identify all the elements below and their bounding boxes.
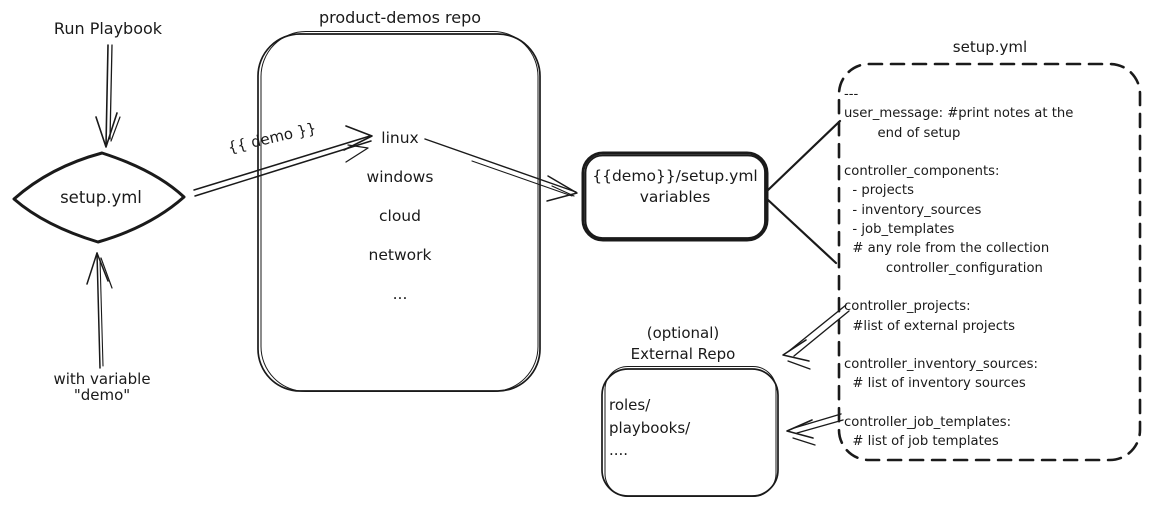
setup-yml-diamond-label: setup.yml xyxy=(60,188,142,207)
projects-to-external-arrow xyxy=(782,304,850,370)
demo-arrow xyxy=(193,125,373,197)
external-repo-item: playbooks/ xyxy=(609,418,691,437)
external-repo-title-line1: (optional) xyxy=(646,324,720,342)
yaml-line: --- xyxy=(844,87,859,102)
variables-box-label: {{demo}}/setup.yml variables xyxy=(583,166,767,208)
yaml-line: # list of inventory sources xyxy=(844,376,1026,392)
product-demos-repo-items: linux windows cloud network... xyxy=(329,119,471,314)
setup-yml-panel-border xyxy=(837,62,1142,462)
setup-yml-panel-title: setup.yml xyxy=(952,38,1028,56)
fan-line-top xyxy=(765,119,842,193)
repo-item: network xyxy=(368,246,432,264)
yaml-line: controller_inventory_sources: xyxy=(844,357,1038,373)
setup-yml-content: --- user_message: #print notes at the end… xyxy=(844,85,1136,452)
yaml-line: #list of external projects xyxy=(844,318,1015,334)
yaml-line: - projects xyxy=(844,183,914,199)
repo-item: windows xyxy=(366,168,434,186)
yaml-line: controller_projects: xyxy=(844,299,971,315)
variables-box xyxy=(581,151,769,242)
external-repo-item: .... xyxy=(609,441,629,459)
external-repo-title-line2: External Repo xyxy=(630,345,736,363)
job-templates-to-external-arrow xyxy=(786,413,844,446)
variables-box-line2: variables xyxy=(639,188,711,206)
run-playbook-arrow xyxy=(95,44,121,148)
yaml-line: controller_configuration xyxy=(844,260,1043,276)
yaml-line: controller_job_templates: xyxy=(844,415,1012,431)
yaml-line: end of setup xyxy=(844,125,961,141)
yaml-line: - inventory_sources xyxy=(844,202,982,218)
external-repo-box xyxy=(601,366,779,497)
yaml-line: # any role from the collection xyxy=(844,241,1050,257)
external-repo-items: roles/playbooks/.... xyxy=(609,394,690,462)
yaml-line xyxy=(844,278,1136,297)
repo-item: linux xyxy=(381,129,419,147)
repo-item: ... xyxy=(392,285,408,303)
linux-to-variables-arrow xyxy=(424,138,578,202)
external-repo-title: (optional) External Repo xyxy=(597,323,769,365)
fan-line-bottom xyxy=(765,197,838,265)
with-variable-line2: "demo" xyxy=(73,386,131,404)
run-playbook-label: Run Playbook xyxy=(53,19,163,38)
external-repo-item: roles/ xyxy=(609,396,651,414)
with-variable-label: with variable "demo" xyxy=(28,371,176,403)
yaml-line xyxy=(844,394,1136,413)
yaml-line: # list of job templates xyxy=(844,434,999,450)
product-demos-repo-title: product-demos repo xyxy=(318,8,482,27)
setup-yml-diamond xyxy=(12,151,186,244)
yaml-line: user_message: #print notes at the xyxy=(844,106,1074,122)
with-variable-arrow xyxy=(86,252,113,369)
yaml-line: - job_templates xyxy=(844,222,955,238)
variables-box-line1: {{demo}}/setup.yml xyxy=(592,167,758,185)
with-variable-line1: with variable xyxy=(53,370,151,388)
yaml-line xyxy=(844,336,1136,355)
yaml-line xyxy=(844,143,1136,162)
repo-item: cloud xyxy=(379,207,421,225)
yaml-line: controller_components: xyxy=(844,164,1000,180)
product-demos-repo-box xyxy=(257,31,541,392)
